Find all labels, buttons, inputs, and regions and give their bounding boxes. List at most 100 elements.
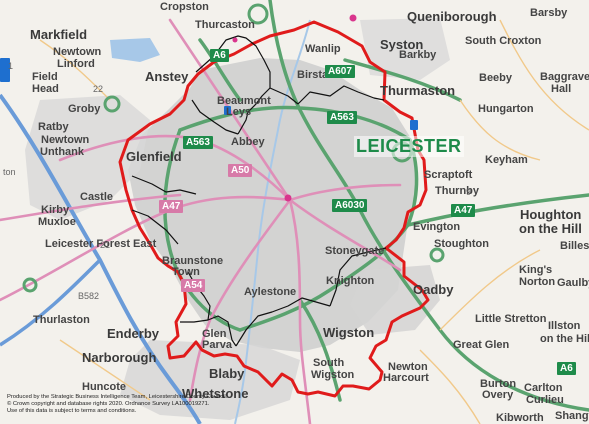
place-label-village: Aylestone: [244, 286, 297, 298]
place-label-town: Houghton: [520, 207, 582, 222]
road-shield-primary: A47: [451, 204, 476, 217]
road-number-label: 1: [8, 61, 14, 71]
road-shield-a-road: A54: [181, 279, 206, 292]
place-label-village: Leys: [226, 106, 252, 118]
place-label-village: Muxloe: [38, 216, 76, 228]
ward-boundaries: [131, 35, 387, 347]
place-label-village: Unthank: [40, 146, 84, 158]
road-shield-primary: A607: [325, 65, 355, 78]
place-label-town: Wigston: [323, 325, 375, 340]
road-shield-primary: A6: [210, 49, 229, 62]
place-label-village: Norton: [519, 276, 556, 288]
place-label-village: Barkby: [399, 49, 437, 61]
place-label-village: Burton: [480, 378, 517, 390]
place-label-village: Wanlip: [305, 43, 341, 55]
place-label-village: Huncote: [82, 381, 126, 393]
place-label-village: Castle: [80, 191, 114, 203]
place-label-village: Linford: [57, 58, 95, 70]
place-label-village: Ratby: [38, 121, 69, 133]
place-label-town: Whetstone: [182, 386, 249, 401]
place-label-village: Abbey: [231, 136, 265, 148]
place-label-village: Glen: [202, 328, 227, 340]
motorway-m1: [0, 93, 202, 424]
place-label-village: Scraptoft: [424, 169, 473, 181]
place-label-village: Groby: [68, 103, 101, 115]
credit-line-1: Produced by the Strategic Business Intel…: [7, 394, 228, 400]
place-label-village: Beaumont: [217, 95, 271, 107]
place-label-village: Shangton: [555, 410, 589, 422]
urban-area-oadby: [350, 265, 440, 335]
place-label-village: Thurcaston: [195, 19, 255, 31]
place-label-village: Barsby: [530, 7, 568, 19]
place-label-village: Overy: [482, 389, 514, 401]
road-shield-primary: A6: [557, 362, 576, 375]
place-label-village: Cropston: [160, 1, 209, 13]
place-label-town: on the Hill: [519, 221, 582, 236]
place-label-village: Illston: [548, 320, 581, 332]
place-label-village: Kibworth: [496, 412, 544, 424]
place-label-village: King's: [519, 264, 553, 276]
place-label-village: South Croxton: [465, 35, 542, 47]
place-label-village: Harcourt: [383, 372, 429, 384]
place-label-town: Markfield: [30, 27, 88, 42]
place-label-town: Queniborough: [407, 9, 497, 24]
urban-area-syston: [360, 18, 450, 80]
urban-area-south: [120, 340, 300, 420]
place-label-village: Gaulby: [557, 277, 589, 289]
place-label-village: Great Glen: [453, 339, 510, 351]
road-number-label: ton: [3, 167, 16, 177]
place-label-village: South: [313, 357, 345, 369]
place-label-village: Curlieu: [526, 394, 564, 406]
motorway-m69: [0, 258, 102, 347]
map-credit: Produced by the Strategic Business Intel…: [7, 394, 227, 415]
place-label-town: Thurmaston: [380, 83, 456, 98]
place-label-town: Narborough: [82, 350, 157, 365]
place-label-village: Wigston: [311, 369, 355, 381]
city-label-leicester: LEICESTER: [354, 136, 464, 157]
place-label-village: Baggrave: [540, 71, 589, 83]
place-label-village: Thurlaston: [33, 314, 90, 326]
place-label-village: Little Stretton: [475, 313, 547, 325]
place-label-village: Braunstone: [162, 255, 224, 267]
reservoir: [110, 38, 160, 62]
road-shield-primary: A6030: [332, 199, 368, 212]
place-label-town: Glenfield: [126, 149, 182, 164]
place-label-village: Beeby: [479, 72, 513, 84]
credit-line-2: © Crown copyright and database rights 20…: [7, 401, 210, 407]
place-label-town: Blaby: [209, 366, 245, 381]
place-label-village: Newtown: [53, 46, 102, 58]
road-number-label: 22: [93, 84, 104, 94]
place-label-village: Stoughton: [434, 238, 489, 250]
place-label-village: Stoneygate: [325, 245, 385, 257]
place-label-village: Leicester Forest East: [45, 238, 157, 250]
place-label-town: Oadby: [413, 282, 454, 297]
road-shield-a-road: A50: [228, 164, 253, 177]
place-label-village: Evington: [413, 221, 461, 233]
place-label-village: Keyham: [485, 154, 528, 166]
place-label-village: Knighton: [326, 275, 375, 287]
place-label-town: Syston: [380, 37, 424, 52]
place-label-village: Billesd: [560, 240, 589, 252]
minor-roads: [39, 19, 589, 424]
place-label-village: Newton: [388, 361, 428, 373]
road-shield-a-road: A47: [159, 200, 184, 213]
road-shield-primary: A563: [327, 111, 357, 124]
place-label-town: Anstey: [145, 69, 189, 84]
place-label-village: Parva: [202, 339, 232, 351]
road-number-label: 21: [100, 240, 111, 250]
leicester-city-boundary: [118, 20, 430, 398]
place-label-village: Carlton: [524, 382, 563, 394]
place-label-village: Field: [32, 71, 58, 83]
place-label-village: Hungarton: [478, 103, 534, 115]
place-label-town: Enderby: [107, 326, 160, 341]
place-label-village: Town: [172, 266, 200, 278]
poi-icons: [232, 14, 357, 202]
road-shield-primary: A563: [183, 136, 213, 149]
place-label-village: Birstall: [297, 69, 335, 81]
place-label-village: Newtown: [41, 134, 90, 146]
place-label-village: Head: [32, 83, 59, 95]
urban-area-west: [25, 95, 150, 220]
credit-line-3: Use of this data is subject to terms and…: [7, 408, 137, 414]
